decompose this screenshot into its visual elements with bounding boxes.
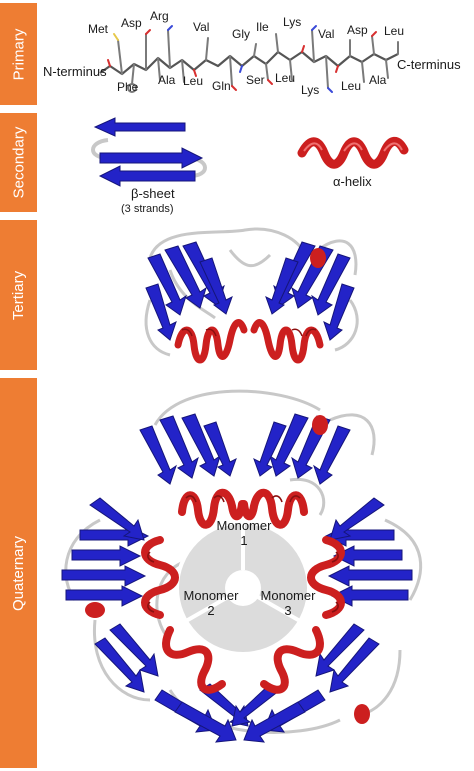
residue-label: Val: [193, 20, 210, 34]
residue-label: Gln: [212, 79, 231, 93]
monomer-label-2: Monomer 2: [180, 588, 242, 618]
beta-sheet-label: β-sheet: [131, 186, 175, 201]
residue-label: Ala: [158, 73, 176, 87]
beta-sheet-sublabel: (3 strands): [121, 203, 174, 215]
monomer-disc: [175, 520, 311, 656]
residue-label: Lys: [283, 15, 302, 29]
residue-label: Val: [318, 27, 335, 41]
residue-label: Ala: [369, 73, 387, 87]
residue-label: Leu: [341, 79, 362, 93]
alpha-helix-icon: [297, 136, 409, 169]
residue-label: Arg: [150, 9, 169, 23]
residue-label: Leu: [275, 71, 296, 85]
residue-label: Leu: [384, 24, 405, 38]
level-tab-tertiary: Tertiary: [0, 220, 37, 370]
monomer-number: 3: [284, 603, 292, 618]
residue-label: Lys: [301, 83, 320, 97]
monomer-name: Monomer: [183, 588, 239, 603]
level-tab-primary: Primary: [0, 3, 37, 105]
monomer-name: Monomer: [260, 588, 316, 603]
monomer-label-1: Monomer 1: [213, 518, 275, 548]
monomer-name: Monomer: [216, 518, 272, 533]
monomer-number: 1: [240, 533, 248, 548]
residue-label: Met: [88, 22, 109, 36]
monomer-number: 2: [207, 603, 215, 618]
monomer-label-3: Monomer 3: [257, 588, 319, 618]
alpha-helix-label: α-helix: [333, 174, 372, 189]
residue-label: Phe: [117, 80, 139, 94]
level-tab-secondary: Secondary: [0, 113, 37, 212]
residue-label: Leu: [183, 74, 204, 88]
level-tab-quaternary: Quaternary: [0, 378, 37, 768]
residue-label: Ile: [256, 20, 269, 34]
residue-label: Asp: [121, 16, 142, 30]
residue-label: Gly: [232, 27, 250, 41]
beta-sheet-icon: [91, 117, 207, 187]
c-terminus-label: C-terminus: [397, 57, 461, 72]
residue-label: Asp: [347, 23, 368, 37]
residue-label: Ser: [246, 73, 265, 87]
peptide-backbone: [99, 50, 399, 76]
n-terminus-label: N-terminus: [43, 64, 107, 79]
